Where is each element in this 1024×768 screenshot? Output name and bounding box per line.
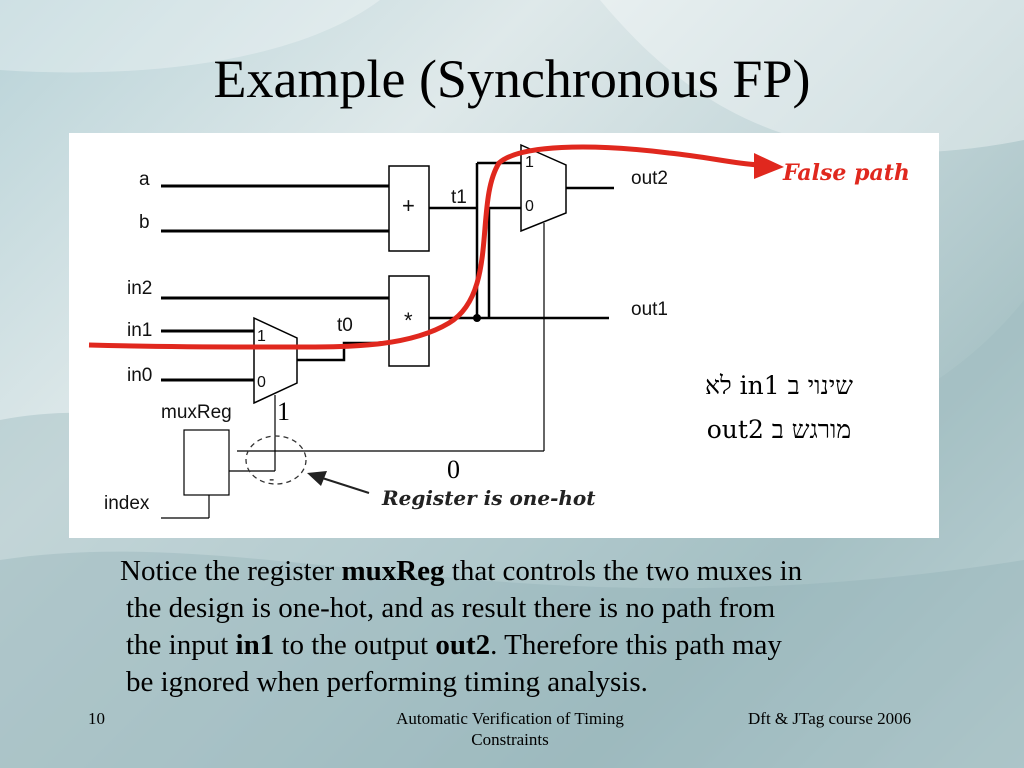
mux-upper-port-1: 1 xyxy=(525,154,534,171)
note-arrow-head xyxy=(307,471,327,486)
circuit-svg xyxy=(88,143,784,519)
body-line-2: the design is one-hot, and as result the… xyxy=(126,592,776,624)
label-in1: in1 xyxy=(127,320,153,341)
false-path-label: False path xyxy=(783,160,910,186)
body-l1-bold: muxReg xyxy=(341,555,445,587)
body-l1-a: Notice the register xyxy=(120,555,342,587)
body-line-4: be ignored when performing timing analys… xyxy=(126,666,648,698)
label-mul: * xyxy=(404,308,413,333)
register-onehot-note: Register is one-hot xyxy=(382,486,596,510)
body-l3-e: . Therefore this path may xyxy=(490,629,782,661)
footer-right: Dft & JTag course 2006 xyxy=(748,709,912,728)
body-l1-c: that controls the two muxes in xyxy=(444,555,803,587)
body-l3-bold-in1: in1 xyxy=(235,629,275,661)
overlay-zero: 0 xyxy=(447,455,460,484)
junction-dot xyxy=(473,314,481,322)
body-l3-a: the input xyxy=(126,629,236,661)
mux-lower xyxy=(253,316,298,405)
overlay-one: 1 xyxy=(277,397,290,426)
label-t1: t1 xyxy=(451,187,467,208)
body-line-1: Notice the register muxReg that controls… xyxy=(120,553,940,590)
mux-upper xyxy=(520,143,567,233)
false-path-curve xyxy=(88,144,760,350)
label-a: a xyxy=(139,169,150,190)
body-l3-c: to the output xyxy=(274,629,436,661)
slide-title: Example (Synchronous FP) xyxy=(213,49,811,109)
label-in0: in0 xyxy=(127,365,153,386)
footer-page-number: 10 xyxy=(88,709,105,728)
label-in2: in2 xyxy=(127,278,153,299)
multiplier-block xyxy=(388,275,430,367)
mux-lower-port-0: 0 xyxy=(257,374,266,391)
label-out2: out2 xyxy=(631,168,668,189)
mux-lower-port-1: 1 xyxy=(257,328,266,345)
note-arrow-line xyxy=(315,475,370,494)
footer-center: Automatic Verification of Timing Constra… xyxy=(396,709,624,749)
mux-upper-port-0: 0 xyxy=(525,198,534,215)
body-l3-bold-out2: out2 xyxy=(435,629,491,661)
body-line-3: the input in1 to the output out2. Theref… xyxy=(120,627,940,664)
dashed-circle xyxy=(245,435,307,485)
label-index: index xyxy=(104,493,150,514)
adder-block xyxy=(388,165,430,252)
label-muxreg: muxReg xyxy=(161,402,232,423)
label-b: b xyxy=(139,212,150,233)
slide-body-text: Notice the register muxReg that controls… xyxy=(120,553,940,701)
circuit-diagram: a b in2 in1 in0 muxReg index t0 t1 out2 … xyxy=(69,133,939,538)
label-add: + xyxy=(402,193,415,218)
label-t0: t0 xyxy=(337,315,353,336)
hebrew-note-line2: מורגש ב out2 xyxy=(706,415,852,444)
register-block xyxy=(183,429,230,496)
false-path-arrowhead xyxy=(754,153,784,179)
label-out1: out1 xyxy=(631,299,668,320)
hebrew-note-line1: שינוי ב in1 לא xyxy=(705,371,853,400)
register-minus: - xyxy=(269,471,275,488)
